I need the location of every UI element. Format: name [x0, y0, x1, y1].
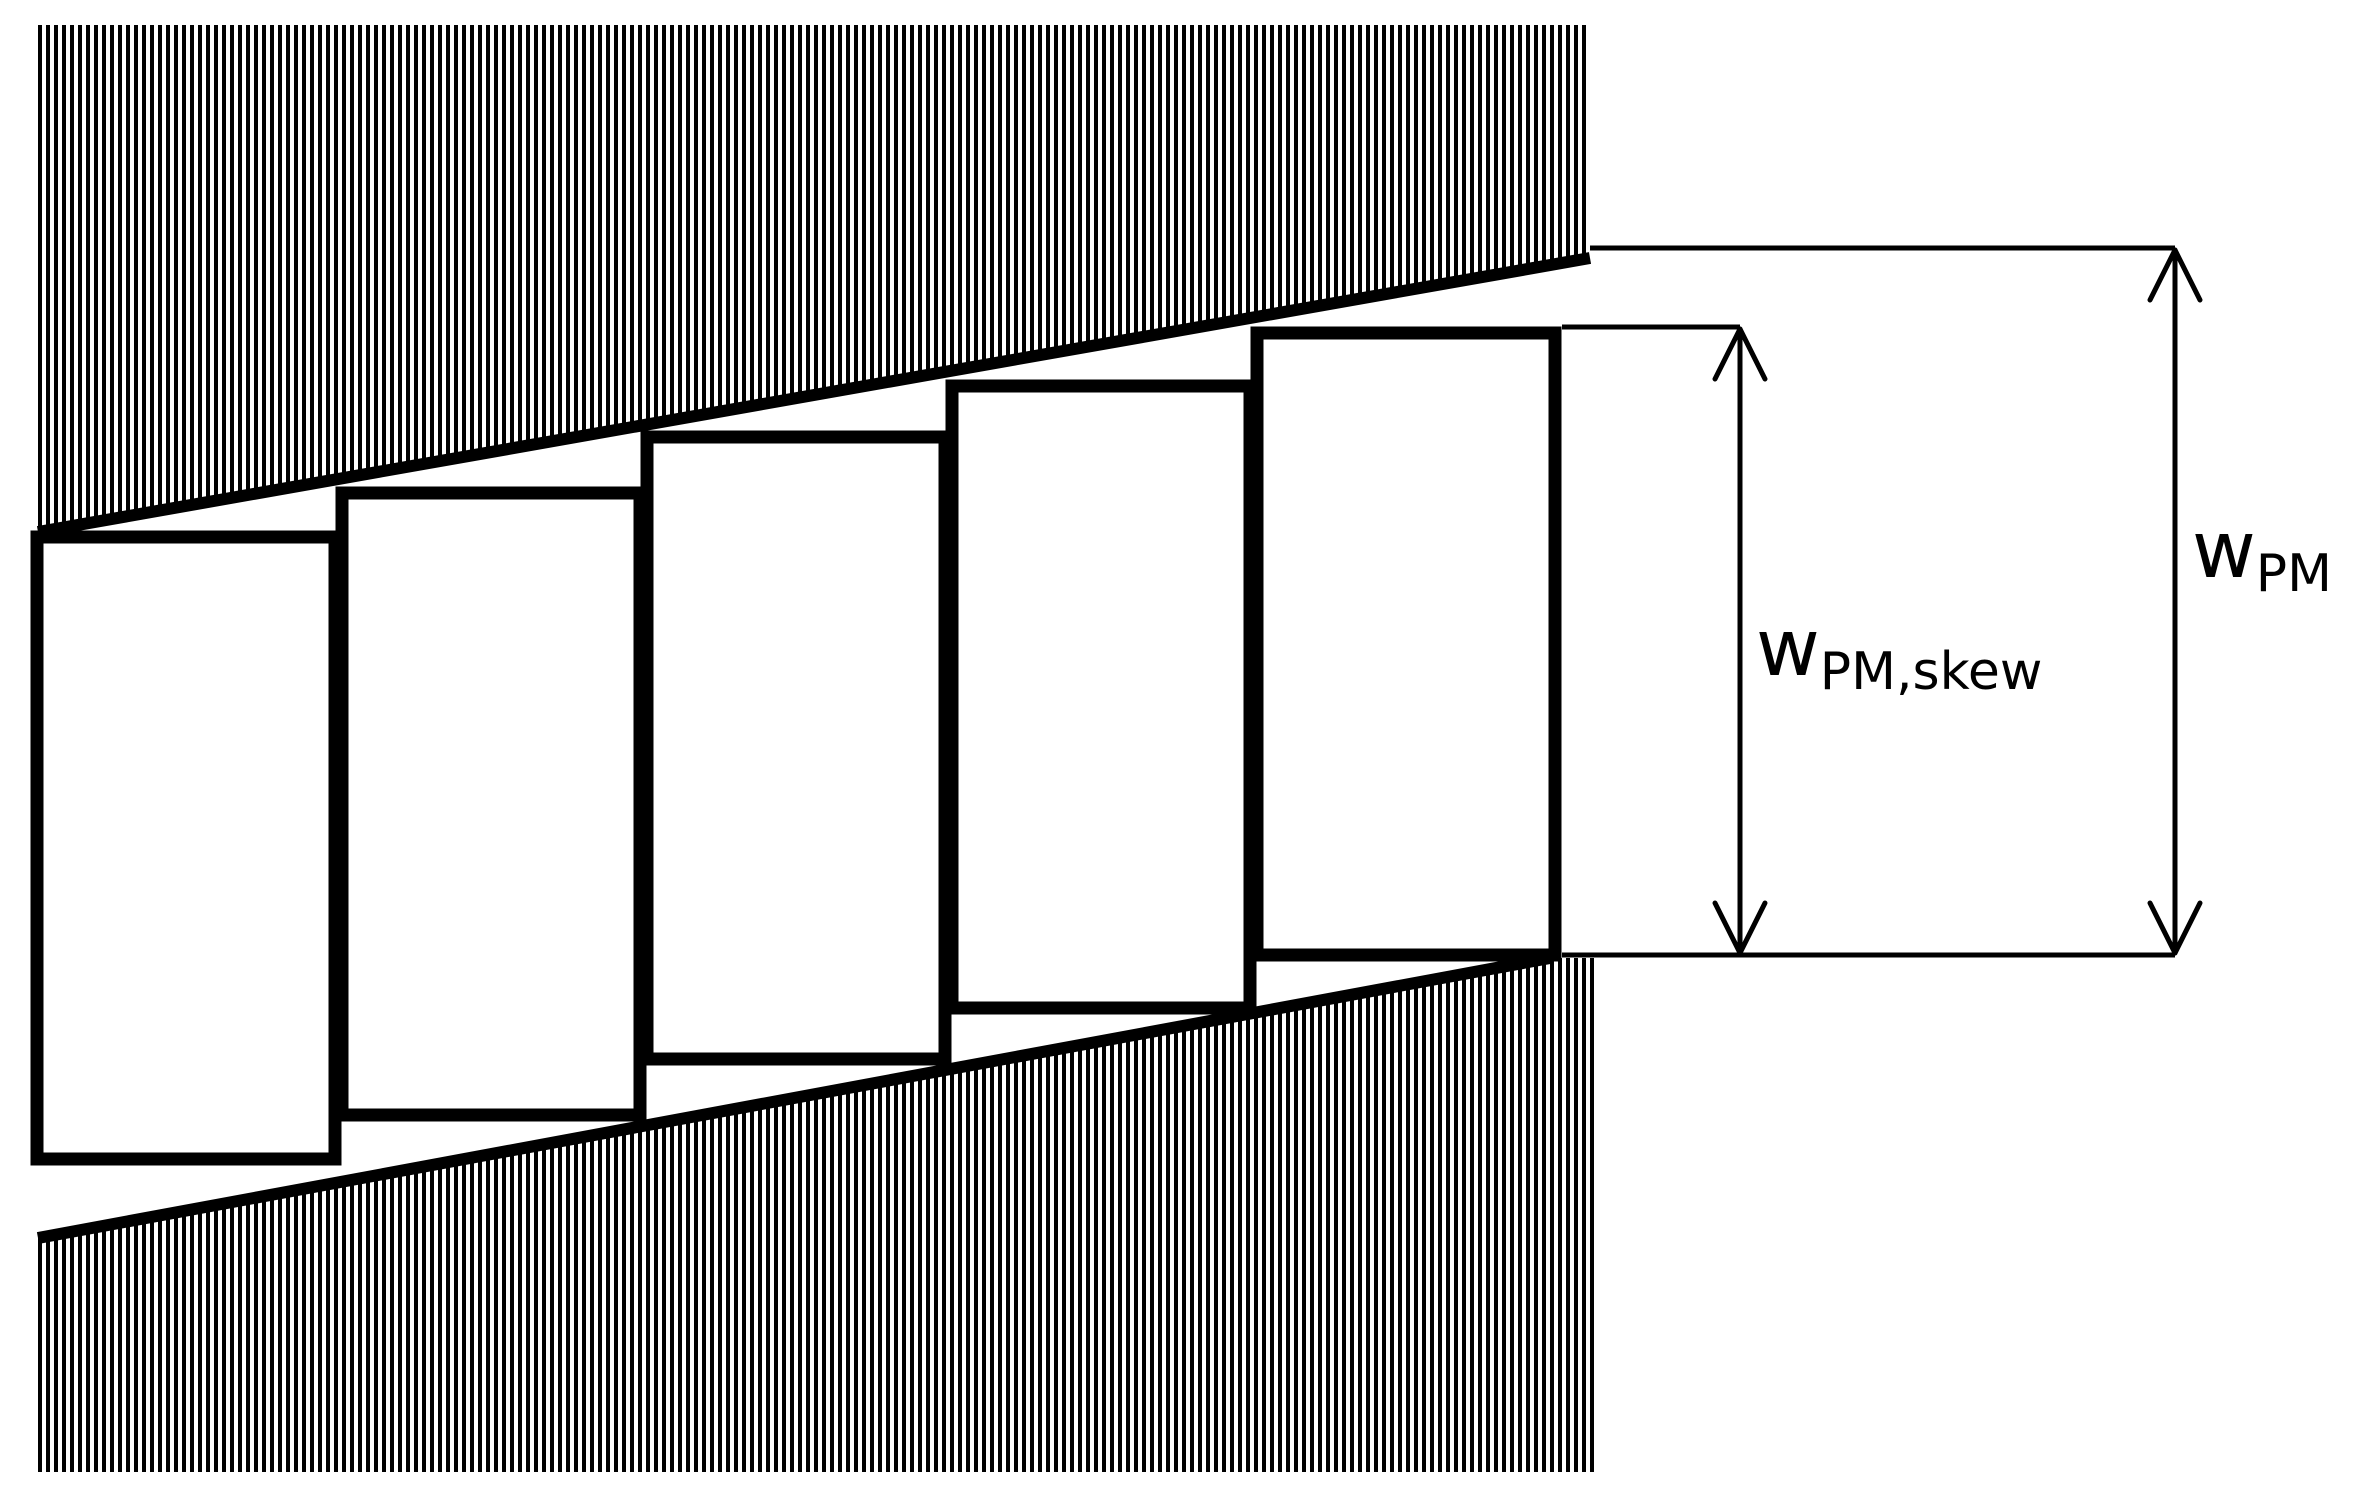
upper-skew-line: [36, 252, 1592, 538]
magnet-block-1: [30, 530, 342, 1166]
magnet-block-5: [1250, 326, 1562, 962]
lower-skew-line: [36, 952, 1552, 1244]
label-wpm-skew: wPM,skew: [1756, 604, 2042, 702]
label-wpm: wPM: [2192, 506, 2332, 604]
dimension-arrow-wpm: [2147, 247, 2203, 956]
dimension-arrow-wpm-skew: [1712, 326, 1768, 956]
magnet-block-3: [640, 430, 952, 1066]
magnet-block-2: [335, 486, 647, 1122]
magnet-block-4: [945, 379, 1257, 1015]
